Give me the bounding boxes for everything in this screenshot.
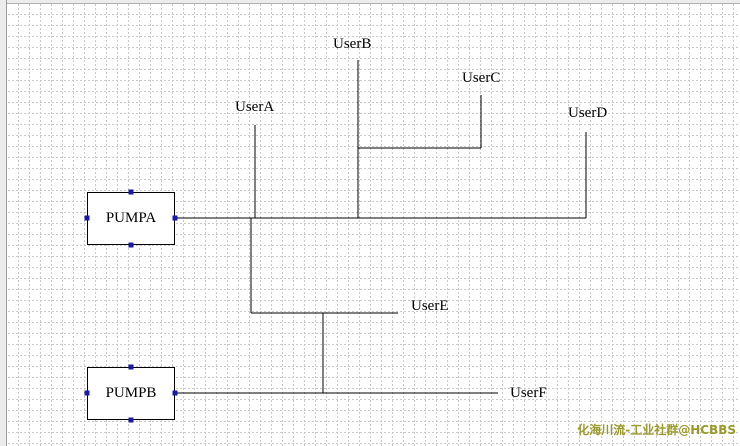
canvas-left-ruler xyxy=(0,0,7,446)
watermark-text: 化海川流-工业社群@HCBBS xyxy=(577,423,736,437)
user-b-label: UserB xyxy=(333,36,372,52)
user-d-label: UserD xyxy=(568,105,608,121)
pump-a-label: PUMPA xyxy=(105,210,157,226)
pump-b-label: PUMPB xyxy=(105,385,157,401)
pump-b-handle-top[interactable] xyxy=(128,364,134,370)
user-e-label: UserE xyxy=(411,298,449,314)
pump-a-handle-top[interactable] xyxy=(128,189,134,195)
pump-a-handle-left[interactable] xyxy=(84,215,90,221)
pump-b-box[interactable]: PUMPB xyxy=(87,367,175,420)
user-c-label: UserC xyxy=(462,70,501,86)
user-a-label: UserA xyxy=(235,99,275,115)
pump-b-handle-left[interactable] xyxy=(84,390,90,396)
pump-a-handle-right[interactable] xyxy=(172,215,178,221)
canvas-top-edge xyxy=(0,0,740,4)
pump-a-box[interactable]: PUMPA xyxy=(87,192,175,245)
pump-b-handle-bottom[interactable] xyxy=(128,417,134,423)
user-f-label: UserF xyxy=(510,385,547,401)
pump-a-handle-bottom[interactable] xyxy=(128,242,134,248)
pump-b-handle-right[interactable] xyxy=(172,390,178,396)
